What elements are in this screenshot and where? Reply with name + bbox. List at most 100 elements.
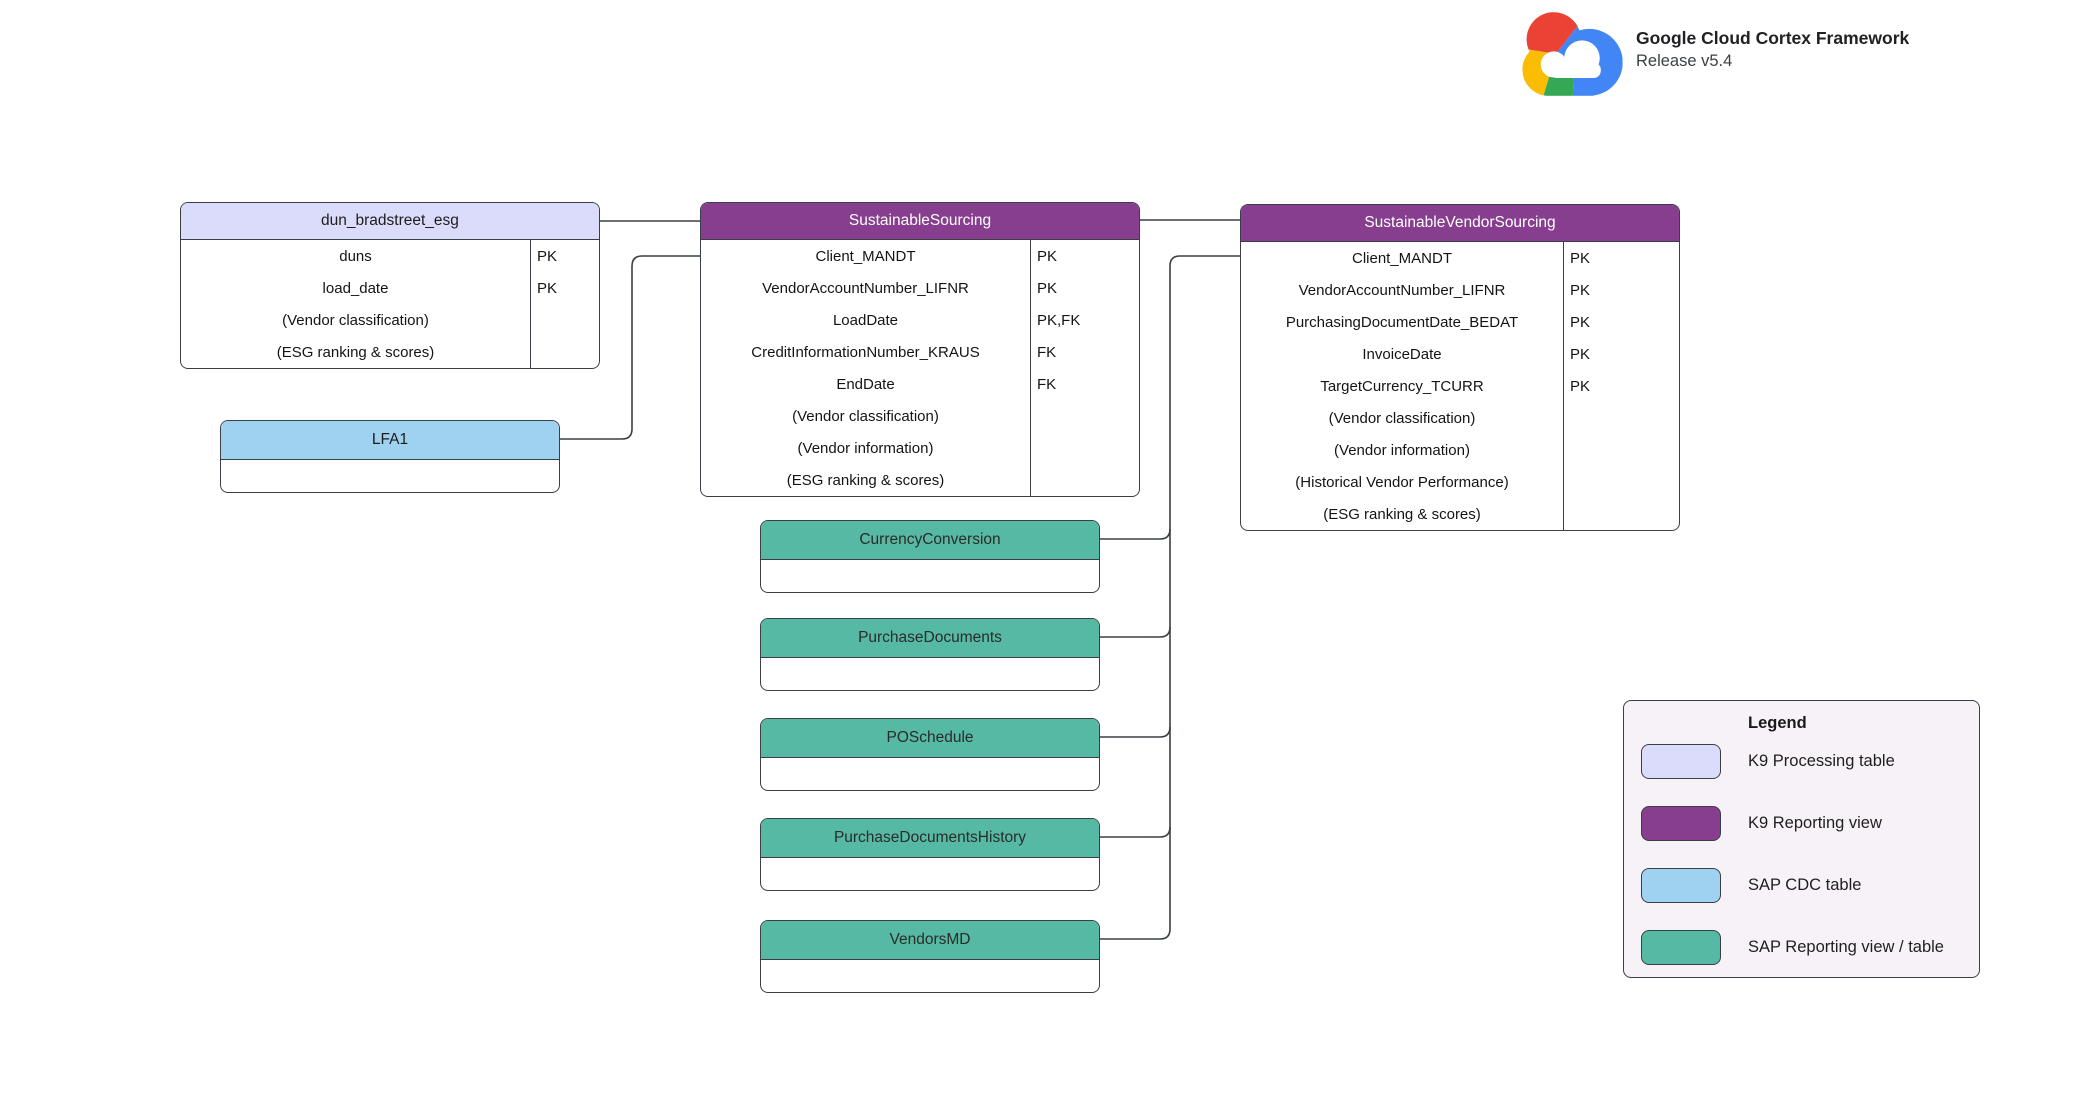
table-header: PurchaseDocumentsHistory (761, 819, 1099, 858)
table-purchase-documents: PurchaseDocuments (760, 618, 1100, 691)
table-lfa1: LFA1 (220, 420, 560, 493)
table-purchase-documents-history: PurchaseDocumentsHistory (760, 818, 1100, 891)
key-indicator: PK,FK (1030, 304, 1139, 336)
connector-trunk-vendorsmd-to-vendorsourcing (1100, 255, 1240, 940)
key-indicator (1030, 432, 1139, 464)
table-title: SustainableSourcing (848, 212, 992, 229)
key-indicator (1563, 402, 1679, 434)
column-name: VendorAccountNumber_LIFNR (1298, 281, 1506, 299)
key-indicator (1563, 434, 1679, 466)
key-indicator: PK (1030, 240, 1139, 272)
legend-swatch-sap-cdc (1641, 868, 1721, 903)
table-title: dun_bradstreet_esg (321, 212, 459, 229)
empty-row (761, 658, 1099, 690)
table-vendors-md: VendorsMD (760, 920, 1100, 993)
column-name: Client_MANDT (1351, 249, 1453, 267)
key-indicator: PK (1030, 272, 1139, 304)
table-sustainable-sourcing: SustainableSourcing Client_MANDT PK Vendo… (700, 202, 1140, 497)
column-name: (Historical Vendor Performance) (1295, 473, 1509, 491)
key-indicator (530, 336, 599, 368)
legend-swatch-k9-reporting (1641, 806, 1721, 841)
table-currency-conversion: CurrencyConversion (760, 520, 1100, 593)
column-name: PurchasingDocumentDate_BEDAT (1285, 313, 1519, 331)
key-indicator: PK (1563, 242, 1679, 274)
column-name: (Vendor information) (797, 439, 934, 457)
table-title: LFA1 (371, 431, 409, 448)
table-title: POSchedule (886, 729, 974, 746)
table-header: LFA1 (221, 421, 559, 460)
table-title: PurchaseDocuments (858, 629, 1002, 646)
connector-poschedule-stub (1100, 726, 1171, 738)
key-indicator (1563, 498, 1679, 530)
connector-currencyconversion-stub (1100, 528, 1171, 540)
table-title: CurrencyConversion (859, 531, 1001, 548)
table-sustainable-vendor-sourcing: SustainableVendorSourcing Client_MANDT PK… (1240, 204, 1680, 531)
column-name: duns (339, 247, 372, 265)
key-indicator (1030, 400, 1139, 432)
legend-item-sap-reporting-view-table: SAP Reporting view / table (1641, 930, 1961, 965)
key-indicator (1030, 464, 1139, 496)
table-title: PurchaseDocumentsHistory (833, 829, 1027, 846)
column-name: EndDate (836, 375, 895, 393)
legend-label: K9 Reporting view (1748, 814, 1882, 832)
legend-title: Legend (1748, 714, 1807, 732)
table-title: SustainableVendorSourcing (1364, 214, 1556, 231)
table-header: CurrencyConversion (761, 521, 1099, 560)
column-name: LoadDate (832, 311, 899, 329)
key-indicator: FK (1030, 336, 1139, 368)
connector-lfa1-to-sustainablesourcing (560, 255, 700, 440)
column-name: VendorAccountNumber_LIFNR (762, 279, 969, 297)
legend-label: K9 Processing table (1748, 752, 1895, 770)
column-name: (ESG ranking & scores) (276, 343, 435, 361)
key-indicator: PK (530, 272, 599, 304)
empty-row (761, 858, 1099, 890)
connector-purchasedocumentshistory-stub (1100, 826, 1171, 838)
key-indicator (530, 304, 599, 336)
column-name: (ESG ranking & scores) (1323, 505, 1481, 523)
brand-title: Google Cloud Cortex Framework (1636, 28, 1910, 48)
legend-item-sap-cdc-table: SAP CDC table (1641, 868, 1961, 903)
table-po-schedule: POSchedule (760, 718, 1100, 791)
brand-header: Google Cloud Cortex Framework Release v5… (1636, 27, 1909, 72)
column-name: (Vendor information) (1334, 441, 1470, 459)
legend-label: SAP CDC table (1748, 876, 1862, 894)
column-name: (Vendor classification) (792, 407, 939, 425)
logo-white-cloud (1540, 40, 1601, 79)
legend-swatch-sap-reporting (1641, 930, 1721, 965)
column-name: Client_MANDT (815, 247, 916, 265)
legend-swatch-k9-processing (1641, 744, 1721, 779)
column-name: (Vendor classification) (1328, 409, 1476, 427)
table-header: PurchaseDocuments (761, 619, 1099, 658)
key-indicator: FK (1030, 368, 1139, 400)
empty-row (761, 560, 1099, 592)
legend-item-k9-reporting-view: K9 Reporting view (1641, 806, 1961, 841)
table-body: Client_MANDT PK VendorAccountNumber_LIFNR… (701, 240, 1139, 496)
column-name: CreditInformationNumber_KRAUS (751, 343, 980, 361)
empty-row (221, 460, 559, 492)
key-indicator: PK (1563, 274, 1679, 306)
table-header: dun_bradstreet_esg (181, 203, 599, 240)
table-header: POSchedule (761, 719, 1099, 758)
key-indicator: PK (1563, 306, 1679, 338)
legend: Legend K9 Processing table K9 Reporting … (1623, 700, 1980, 978)
table-header: VendorsMD (761, 921, 1099, 960)
column-name: TargetCurrency_TCURR (1320, 377, 1484, 395)
table-header: SustainableSourcing (701, 203, 1139, 240)
key-indicator: PK (1563, 338, 1679, 370)
connector-purchasedocuments-stub (1100, 626, 1171, 638)
empty-row (761, 758, 1099, 790)
column-name: (Vendor classification) (282, 311, 429, 329)
column-name: InvoiceDate (1362, 345, 1442, 363)
table-title: VendorsMD (889, 931, 971, 948)
google-cloud-logo (1518, 8, 1623, 105)
table-body: Client_MANDT PK VendorAccountNumber_LIFNR… (1241, 242, 1679, 530)
column-name: (ESG ranking & scores) (786, 471, 945, 489)
column-name: load_date (322, 279, 389, 297)
legend-item-k9-processing-table: K9 Processing table (1641, 744, 1961, 779)
table-header: SustainableVendorSourcing (1241, 205, 1679, 242)
brand-release-version: Release v5.4 (1636, 52, 1733, 70)
